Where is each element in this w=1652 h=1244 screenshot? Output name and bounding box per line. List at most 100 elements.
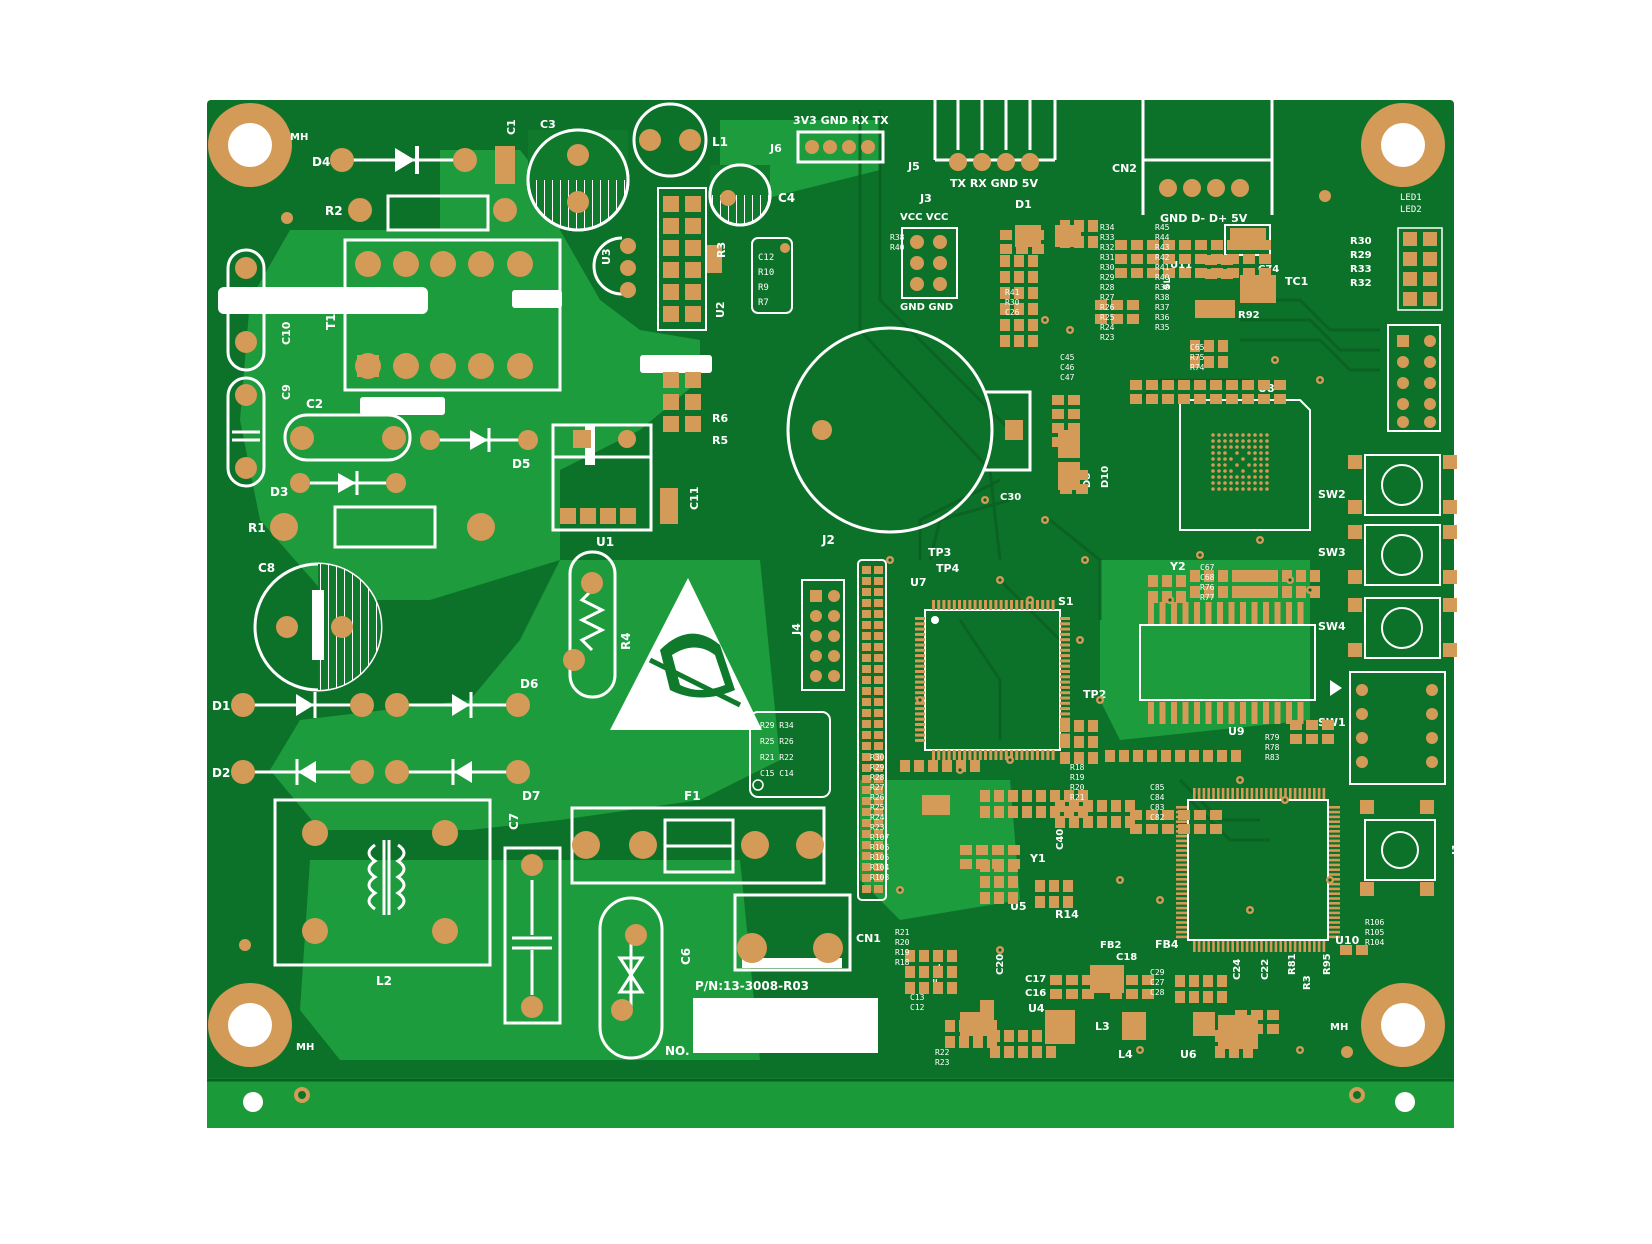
- capacitor-c9: C9: [226, 376, 293, 488]
- svg-text:R29: R29: [870, 763, 885, 772]
- svg-text:R24: R24: [870, 813, 885, 822]
- resistor-r4: R4: [563, 550, 633, 699]
- mcu-u7: U7 S1: [910, 576, 1074, 760]
- svg-text:R103: R103: [870, 873, 889, 882]
- ref-C1: C1: [505, 119, 518, 135]
- ref-F1: F1: [684, 789, 701, 803]
- svg-text:C15 C14: C15 C14: [760, 769, 794, 778]
- ref-R95: R95: [1322, 953, 1333, 975]
- ref-U11: U11: [1170, 260, 1192, 271]
- ref-D2: D2: [212, 766, 230, 780]
- svg-text:R20: R20: [895, 938, 910, 947]
- svg-text:R7: R7: [758, 298, 769, 308]
- svg-text:R105: R105: [1365, 928, 1384, 937]
- svg-text:C85: C85: [1150, 783, 1165, 792]
- svg-text:R30: R30: [1100, 263, 1115, 272]
- j3-bottom-labels: GND GND: [900, 302, 953, 313]
- capacitor-c8: C8: [253, 561, 383, 692]
- svg-text:R19: R19: [1070, 773, 1085, 782]
- ref-L4: L4: [1118, 1048, 1133, 1061]
- ref-U10: U10: [1335, 934, 1360, 947]
- svg-text:R105: R105: [870, 853, 889, 862]
- svg-text:R27: R27: [1100, 293, 1115, 302]
- jack-j1: J1: [1360, 800, 1463, 896]
- connector-cn1: CN1: [733, 893, 881, 972]
- silk-bar: [640, 355, 712, 373]
- svg-text:C65: C65: [1190, 343, 1205, 352]
- fuse-f1: F1: [570, 789, 826, 885]
- svg-text:LED1: LED1: [1400, 193, 1422, 203]
- svg-text:C83: C83: [1150, 803, 1165, 812]
- svg-text:R21 R22: R21 R22: [760, 753, 794, 762]
- svg-text:R10: R10: [758, 268, 774, 278]
- ref-C10: C10: [280, 321, 293, 345]
- ref-J6: J6: [769, 142, 782, 155]
- ref-R92: R92: [1238, 310, 1260, 321]
- regulator-u1: U1: [551, 423, 653, 549]
- transformer-t1: T1: [324, 238, 562, 392]
- ref-R5: R5: [712, 434, 728, 447]
- serial-label-box: [693, 998, 878, 1053]
- svg-text:R22: R22: [935, 1048, 950, 1057]
- ref-R33: R33: [1350, 264, 1372, 275]
- ref-T1: T1: [324, 313, 338, 330]
- ref-C18: C18: [1116, 952, 1137, 963]
- svg-text:C67: C67: [1200, 563, 1215, 572]
- svg-text:R38: R38: [1155, 293, 1170, 302]
- ref-L3: L3: [1095, 1020, 1110, 1033]
- ref-C20: C20: [995, 954, 1006, 975]
- ref-D8: D8: [1082, 473, 1093, 488]
- svg-text:R19: R19: [895, 948, 910, 957]
- varistor-c6: C6: [598, 896, 693, 1060]
- led-stack: R30 R29 R33 R32 LED1 LED2: [1350, 193, 1443, 311]
- ref-CN1: CN1: [856, 932, 881, 945]
- svg-text:R21: R21: [1070, 793, 1085, 802]
- svg-text:R106: R106: [1365, 918, 1384, 927]
- svg-text:C27: C27: [1150, 978, 1165, 987]
- switch-sw2: SW2: [1318, 454, 1457, 516]
- resistor-r2: R2: [325, 194, 517, 232]
- svg-text:R38: R38: [890, 233, 905, 242]
- svg-text:R25 R26: R25 R26: [760, 737, 794, 746]
- svg-text:R45: R45: [1155, 223, 1170, 232]
- regulator-u3: U3: [592, 236, 636, 298]
- svg-text:C45: C45: [1060, 353, 1075, 362]
- ref-Y1: Y1: [1029, 852, 1046, 865]
- svg-text:R24: R24: [1100, 323, 1115, 332]
- ref-J5: J5: [907, 160, 920, 173]
- capacitor-c3: C3: [526, 118, 630, 232]
- svg-text:R28: R28: [1100, 283, 1115, 292]
- ref-C8: C8: [258, 561, 275, 575]
- ref-R6: R6: [712, 412, 728, 425]
- ref-J1: J1: [1450, 843, 1463, 856]
- ref-R3: R3: [715, 242, 728, 258]
- svg-text:R23: R23: [870, 823, 885, 832]
- ref-U2: U2: [714, 301, 727, 318]
- ref-C3: C3: [540, 118, 556, 131]
- ref-J2: J2: [821, 533, 835, 547]
- ref-D1: D1: [212, 699, 230, 713]
- svg-text:R42: R42: [1155, 253, 1170, 262]
- svg-text:R21: R21: [895, 928, 910, 937]
- mh-label-top: MH: [290, 132, 308, 143]
- diode-d3: D3: [270, 471, 406, 499]
- j6-pin-labels: 3V3 GND RX TX: [793, 114, 889, 127]
- header-j4: J4: [790, 579, 845, 691]
- capacitor-c11: C11: [660, 487, 701, 524]
- header-j6: 3V3 GND RX TX J6: [769, 114, 889, 164]
- svg-text:R37: R37: [1155, 303, 1170, 312]
- header-right: [1387, 324, 1441, 432]
- svg-text:R20: R20: [1070, 783, 1085, 792]
- svg-text:R76: R76: [1200, 583, 1215, 592]
- silk-bar: [512, 290, 562, 308]
- svg-text:C47: C47: [1060, 373, 1075, 382]
- inductor-l1: L1: [632, 102, 728, 178]
- ref-R29: R29: [1350, 250, 1372, 261]
- pad-column-u2: [663, 196, 722, 432]
- svg-text:C12: C12: [910, 1003, 925, 1012]
- ref-D3: D3: [270, 485, 288, 499]
- ref-U6: U6: [1180, 1048, 1197, 1061]
- smd-network-2: R29 R34 R25 R26 R21 R22 C15 C14: [749, 711, 831, 798]
- j3-top-labels: VCC VCC: [900, 212, 948, 223]
